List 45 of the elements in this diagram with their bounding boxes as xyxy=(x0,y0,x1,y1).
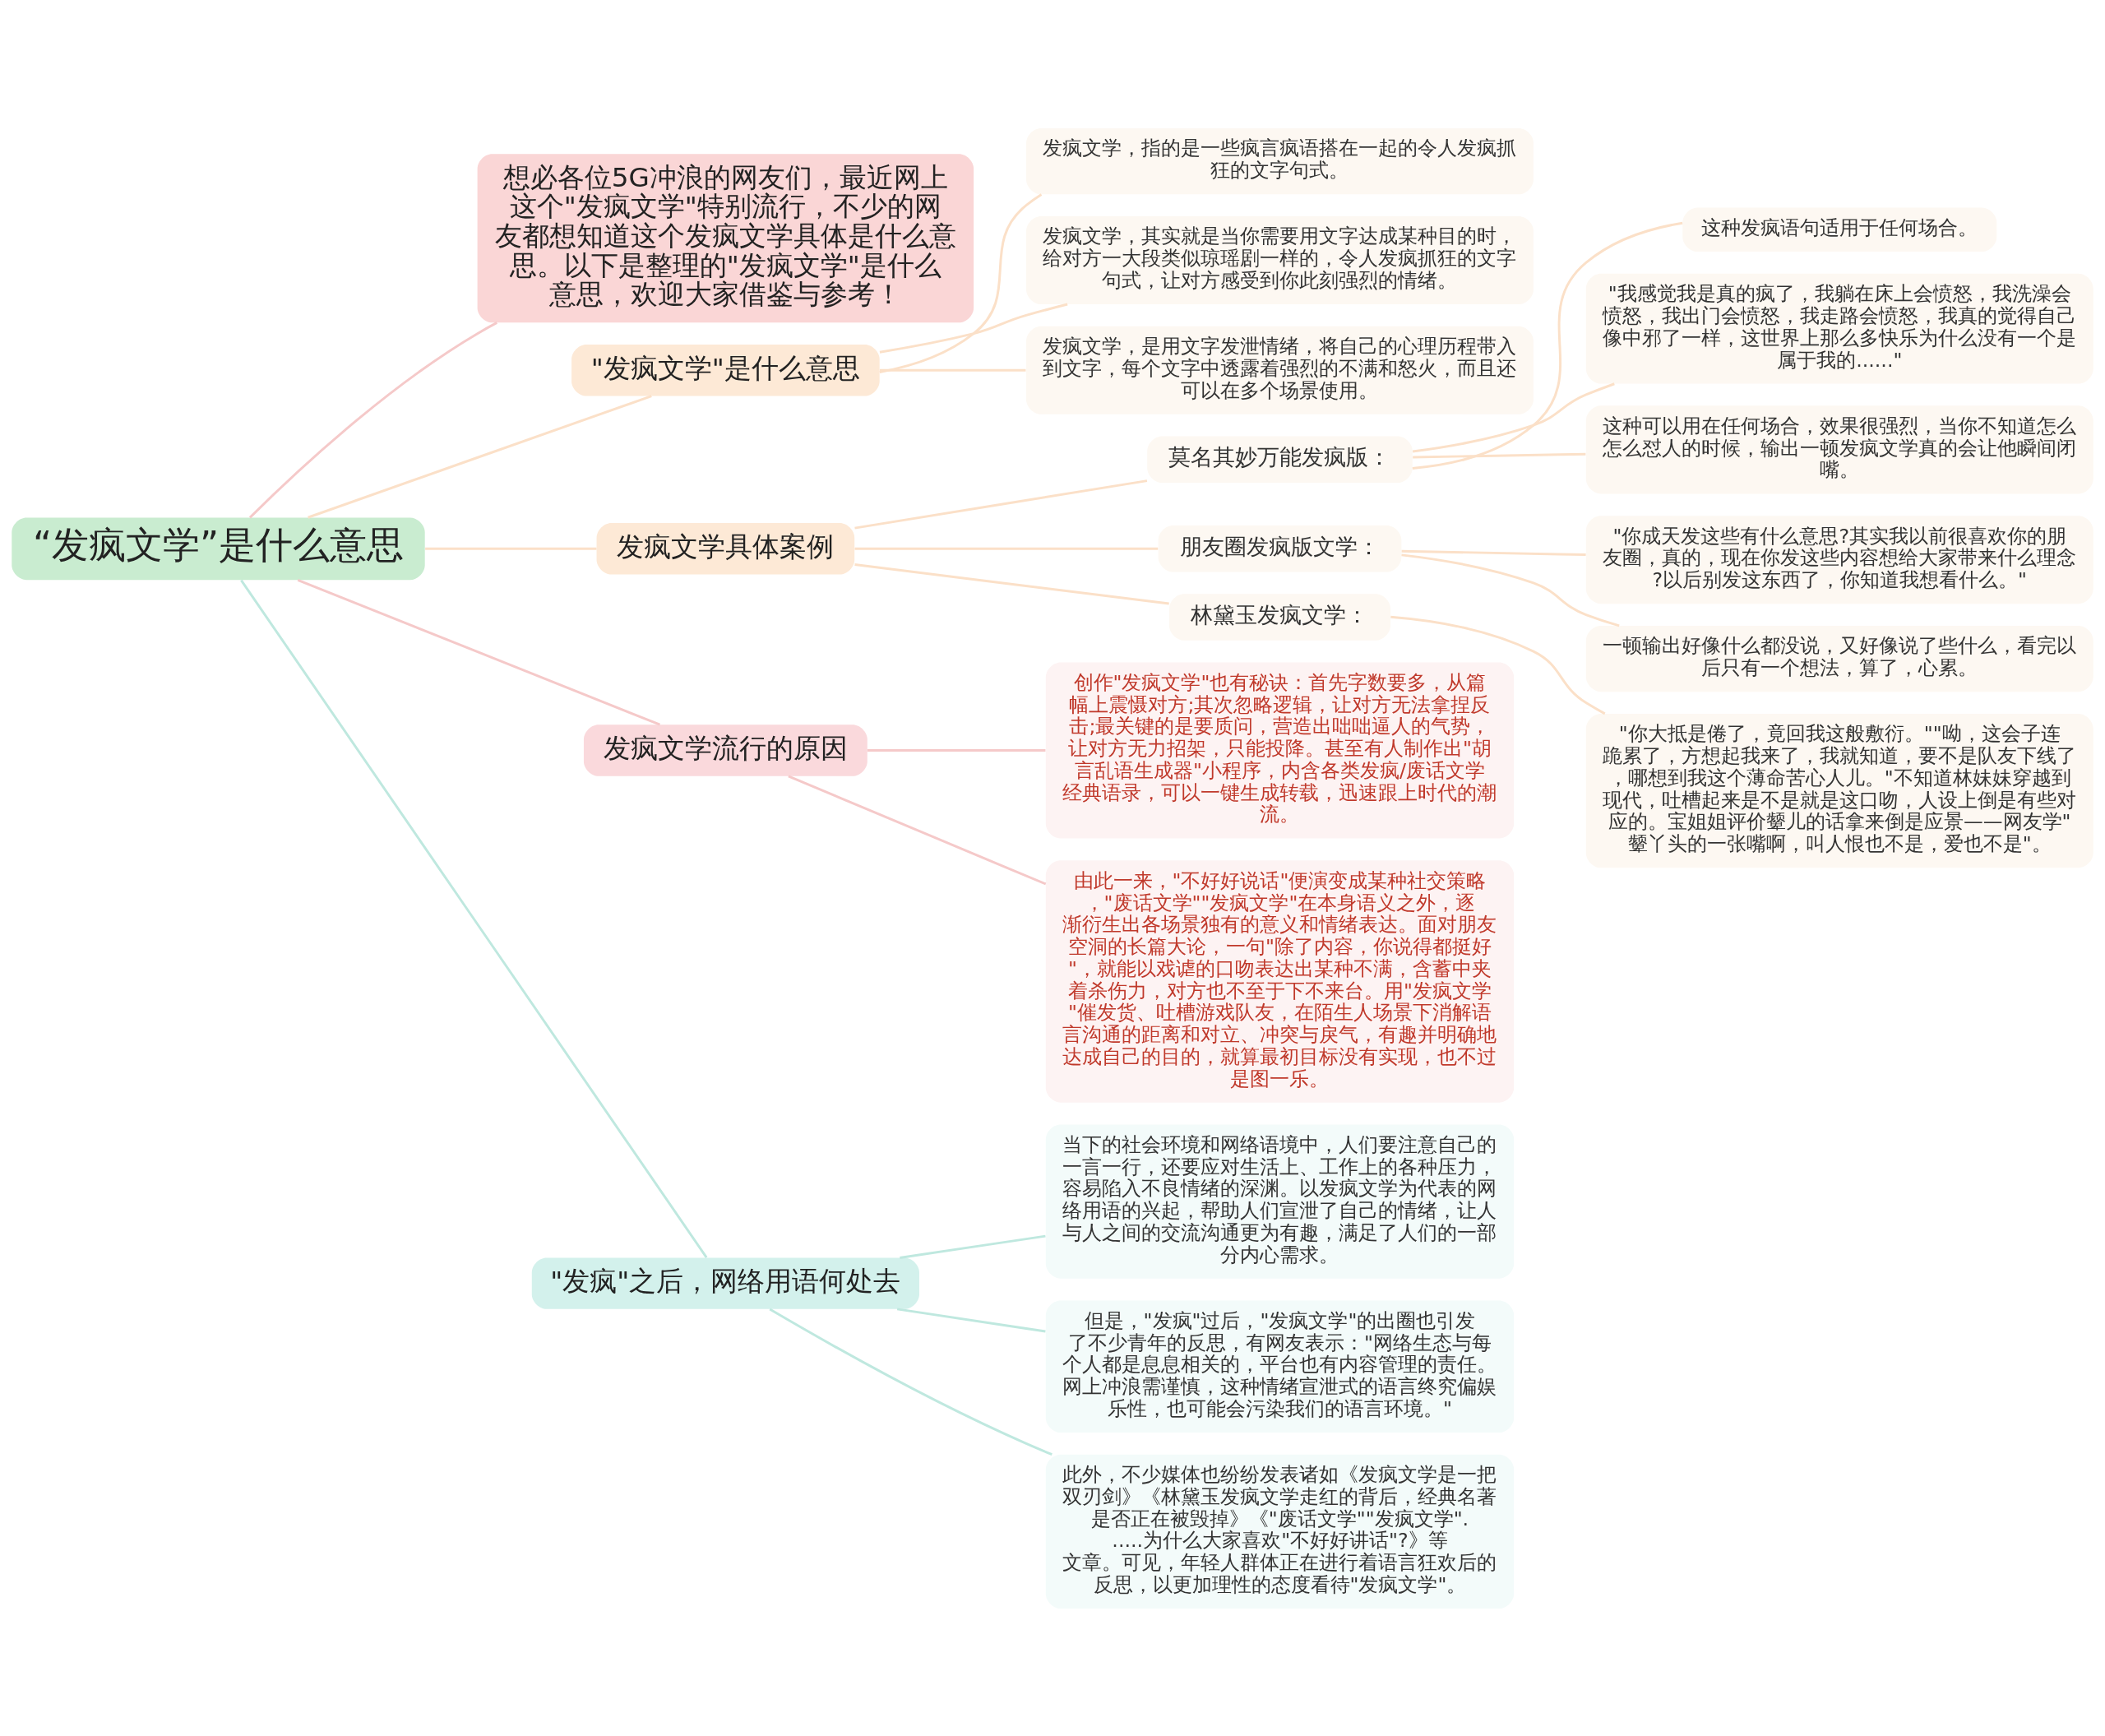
connector xyxy=(1412,221,1683,470)
node-box: 但是，"发疯"过后，"发疯文学"的出圈也引发了不少青年的反思，有网友表示："网络生态与每个人都是息息相关的，平台也有内容管理的责任。网上冲浪需谨慎，这种情绪宣泄式的语言终究偏娱乐性，也可能会污染我们的语言环境。" xyxy=(1045,1299,1515,1433)
connector xyxy=(788,775,1047,885)
node-box: 想必各位5G冲浪的网友们，最近网上这个"发疯文学"特别流行，不少的网友都想知道这个发疯文学具体是什么意思。以下是整理的"发疯文学"是什么意思，欢迎大家借鉴与参考！ xyxy=(477,153,974,322)
node-box: 发疯文学，是用文字发泄情绪，将自己的心理历程带入到文字，每个文字中透露着强烈的不满和怒火，而且还可以在多个场景使用。 xyxy=(1026,326,1534,414)
node-box: 当下的社会环境和网络语境中，人们要注意自己的一言一行，还要应对生活上、工作上的各种压力，容易陷入不良情绪的深渊。以发疯文学为代表的网络用语的兴起，帮助人们宣泄了自己的情绪，让人与人之间的交流沟通更为有趣，满足了人们的一部分内心需求。 xyxy=(1045,1123,1515,1279)
connector xyxy=(240,579,708,1258)
connector xyxy=(1401,549,1586,556)
connector xyxy=(896,1307,1046,1332)
connector xyxy=(297,578,661,726)
connector xyxy=(1401,553,1620,627)
connector xyxy=(854,562,1169,604)
node-box: 莫名其妙万能发疯版： xyxy=(1147,436,1413,483)
node-box: 这种发疯语句适用于任何场合。 xyxy=(1682,207,1997,252)
node-box: "发疯"之后，网络用语何处去 xyxy=(531,1257,919,1309)
connector xyxy=(769,1308,1052,1456)
connector xyxy=(248,321,497,518)
node-box: "发疯文学"是什么意思 xyxy=(571,344,880,396)
node-box: 林黛玉发疯文学： xyxy=(1168,593,1390,641)
node-box: 发疯文学，指的是一些疯言疯语搭在一起的令人发疯抓狂的文字句式。 xyxy=(1026,127,1534,194)
connector xyxy=(308,394,652,519)
connector xyxy=(879,192,1043,373)
node-box: "你大抵是倦了，竟回我这般敷衍。""呦，这会子连跪累了，方想起我来了，我就知道，要不是队友下线了，哪想到我这个薄命苦心人儿。"不知道林妹妹穿越到现代，吐槽起来是不是就是这口吻，人设上倒是有些对应的。宝姐姐评价颦儿的话拿来倒是应景——网友学"颦丫头的一张嘴啊，叫人恨也不是，爱也不是"。 xyxy=(1585,713,2093,868)
node-box: "我感觉我是真的疯了，我躺在床上会愤怒，我洗澡会愤怒，我出门会愤怒，我走路会愤怒，我真的觉得自己像中邪了一样，这世界上那么多快乐为什么没有一个是属于我的......" xyxy=(1585,273,2093,384)
node-box: 这种可以用在任何场合，效果很强烈，当你不知道怎么怎么怼人的时候，输出一顿发疯文学真的会让他瞬间闭嘴。 xyxy=(1585,405,2093,493)
node-box: 创作"发疯文学"也有秘诀：首先字数要多，从篇幅上震慑对方;其次忽略逻辑，让对方无法拿捏反击;最关键的是要质问，营造出咄咄逼人的气势，让对方无力招架，只能投降。甚至有人制作出"胡言乱语生成器"小程序，内含各类发疯/废话文学经典语录，可以一键生成转载，迅速跟上时代的潮流。 xyxy=(1045,662,1515,839)
connector xyxy=(879,303,1068,354)
node-box: 朋友圈发疯版文学： xyxy=(1158,525,1402,572)
node-box: 发疯文学流行的原因 xyxy=(583,724,867,776)
connector xyxy=(1413,452,1586,458)
node-box: “发疯文学”是什么意思 xyxy=(12,516,425,580)
connector xyxy=(854,547,1159,550)
connector xyxy=(900,1234,1046,1259)
connector xyxy=(425,547,597,550)
connector xyxy=(879,368,1026,372)
node-box: 由此一来，"不好好说话"便演变成某种社交策略，"废话文学""发疯文学"在本身语义之外，逐渐衍生出各场景独有的意义和情绪表达。面对朋友空洞的长篇大论，一句"除了内容，你说得都挺好"，就能以戏谑的口吻表达出某种不满，含蓄中夹着杀伤力，对方也不至于下不来台。用"发疯文学"催发货、吐槽游戏队友，在陌生人场景下消解语言沟通的距离和对立、冲突与戾气，有趣并明确地达成自己的目的，就算最初目标没有实现，也不过是图一乐。 xyxy=(1045,859,1515,1103)
connector xyxy=(854,479,1148,530)
connector xyxy=(1390,615,1606,715)
node-box: "你成天发这些有什么意思?其实我以前很喜欢你的朋友圈，真的，现在你发这些内容想给大家带来什么理念?以后别发这东西了，你知道我想看什么。" xyxy=(1585,515,2093,604)
node-box: 一顿输出好像什么都没说，又好像说了些什么，看完以后只有一个想法，算了，心累。 xyxy=(1585,625,2093,692)
connector xyxy=(1412,382,1615,453)
node-box: 发疯文学具体案例 xyxy=(596,522,855,574)
connector xyxy=(867,748,1046,752)
node-box: 发疯文学，其实就是当你需要用文字达成某种目的时，给对方一大段类似琼瑶剧一样的，令人发疯抓狂的文字句式，让对方感受到你此刻强烈的情绪。 xyxy=(1026,215,1534,304)
node-box: 此外，不少媒体也纷纷发表诸如《发疯文学是一把双刃剑》《林黛玉发疯文学走红的背后，经典名著是否正在被毁掉》《"废话文学""发疯文学"......为什么大家喜欢"不好好讲话"?》等文章。可见，年轻人群体正在进行着语言狂欢后的反思，以更加理性的态度看待"发疯文学"。 xyxy=(1045,1454,1515,1609)
